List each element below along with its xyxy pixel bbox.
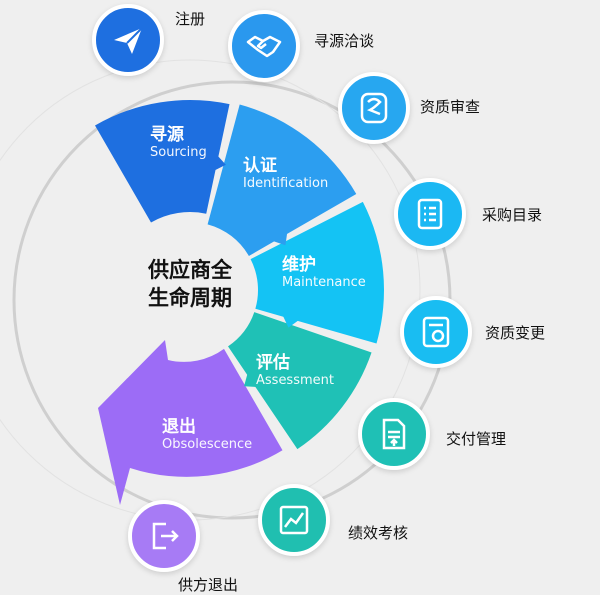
list-icon[interactable] (394, 178, 466, 250)
step-label-procurement-catalog: 采购目录 (482, 206, 543, 224)
center-title-line1: 供应商全 (148, 258, 232, 282)
center-title: 供应商全 生命周期 (120, 256, 260, 313)
segment-obsolescence (98, 340, 283, 505)
segment-maintenance (250, 201, 384, 344)
step-label-qualification-change: 资质变更 (485, 324, 546, 342)
segment-pointer (208, 149, 226, 174)
exit-icon[interactable] (128, 500, 200, 572)
step-label-register: 注册 (175, 10, 206, 28)
step-label-delivery-management: 交付管理 (446, 430, 507, 448)
refresh-document-icon[interactable] (400, 296, 472, 368)
segment-pointer (280, 310, 305, 328)
paper-plane-icon[interactable] (92, 4, 164, 76)
center-title-line2: 生命周期 (148, 286, 232, 311)
certificate-icon[interactable] (338, 72, 410, 144)
segment-pointer (244, 368, 264, 388)
segment-sourcing (95, 99, 230, 223)
step-label-performance-evaluation: 绩效考核 (348, 524, 409, 542)
step-label-sourcing-negotiation: 寻源洽谈 (314, 32, 375, 50)
segment-identification (207, 104, 357, 257)
step-label-supplier-exit: 供方退出 (178, 576, 239, 594)
step-label-qualification-review: 资质审查 (420, 98, 481, 116)
chart-icon[interactable] (258, 484, 330, 556)
upload-document-icon[interactable] (358, 398, 430, 470)
segment-pointer (267, 226, 289, 246)
segment-assessment (228, 312, 372, 450)
handshake-icon[interactable] (228, 10, 300, 82)
